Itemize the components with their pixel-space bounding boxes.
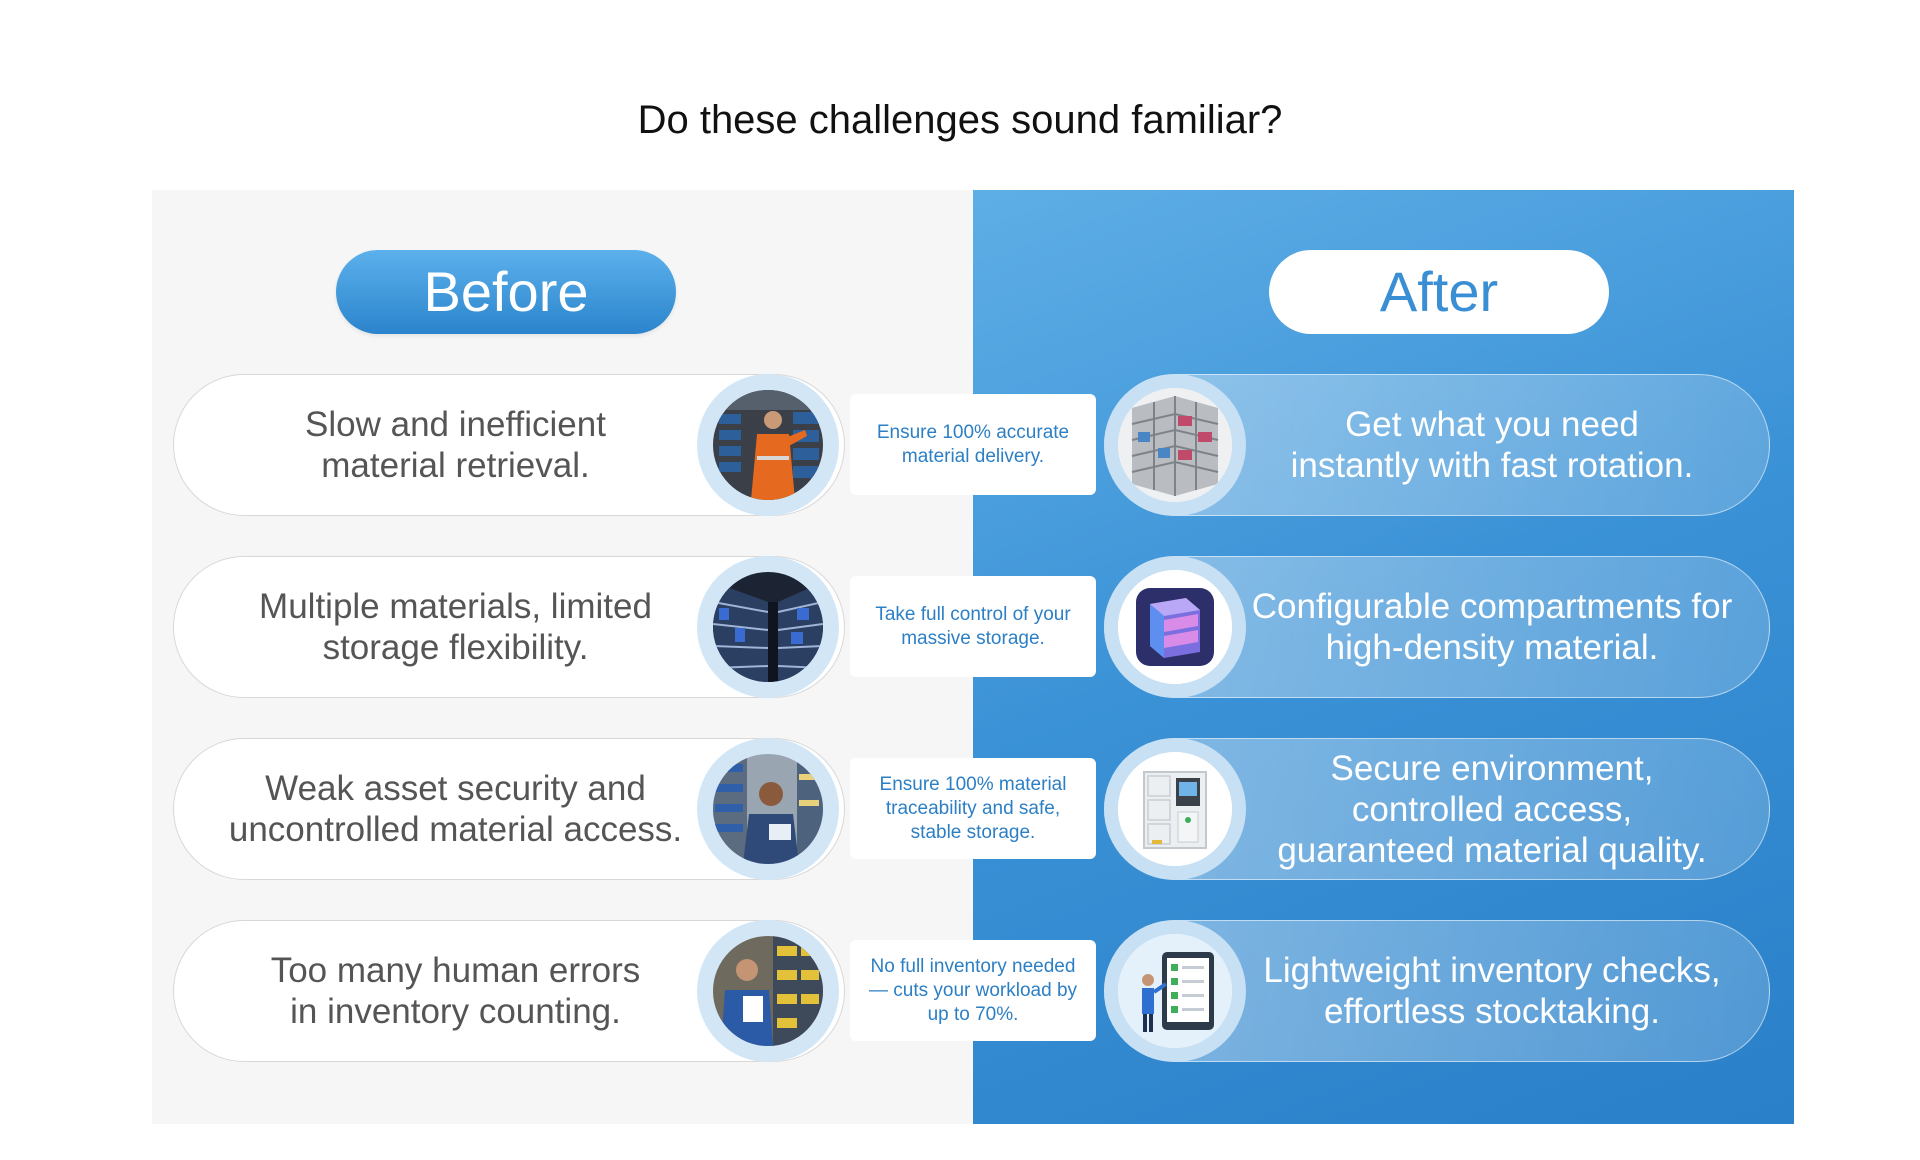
comparison-row: Weak asset security and uncontrolled mat… — [0, 738, 1920, 880]
page-title: Do these challenges sound familiar? — [637, 98, 1283, 142]
benefit-box: Ensure 100% material traceability and sa… — [850, 758, 1096, 859]
rotating-storage-carousel-image — [1118, 388, 1232, 502]
challenge-text: Weak asset security and uncontrolled mat… — [228, 769, 683, 849]
comparison-row: Too many human errors in inventory count… — [0, 920, 1920, 1062]
challenge-text: Multiple materials, limited storage flex… — [259, 587, 652, 667]
comparison-row: Slow and inefficient material retrieval.… — [0, 374, 1920, 516]
worker-with-tablet-photo — [713, 754, 823, 864]
solution-text: Get what you need instantly with fast ro… — [1290, 405, 1694, 485]
benefit-box: Ensure 100% accurate material delivery. — [850, 394, 1096, 495]
solution-text: Secure environment, controlled access, g… — [1277, 748, 1707, 870]
warehouse-shelves-photo — [713, 572, 823, 682]
worker-counting-inventory-photo — [713, 936, 823, 1046]
smart-locker-cabinet-image — [1118, 752, 1232, 866]
challenge-text: Slow and inefficient material retrieval. — [305, 405, 606, 485]
comparison-row: Multiple materials, limited storage flex… — [0, 556, 1920, 698]
benefit-box: Take full control of your massive storag… — [850, 576, 1096, 677]
before-label: Before — [336, 250, 676, 334]
solution-text: Lightweight inventory checks, effortless… — [1263, 951, 1721, 1031]
benefit-box: No full inventory needed — cuts your wor… — [850, 940, 1096, 1041]
challenge-text: Too many human errors in inventory count… — [270, 951, 641, 1031]
after-label: After — [1269, 250, 1609, 334]
compartment-cube-icon — [1118, 570, 1232, 684]
worker-retrieving-parts-photo — [713, 390, 823, 500]
checklist-tablet-illustration — [1118, 934, 1232, 1048]
solution-text: Configurable compartments for high-densi… — [1251, 587, 1733, 667]
